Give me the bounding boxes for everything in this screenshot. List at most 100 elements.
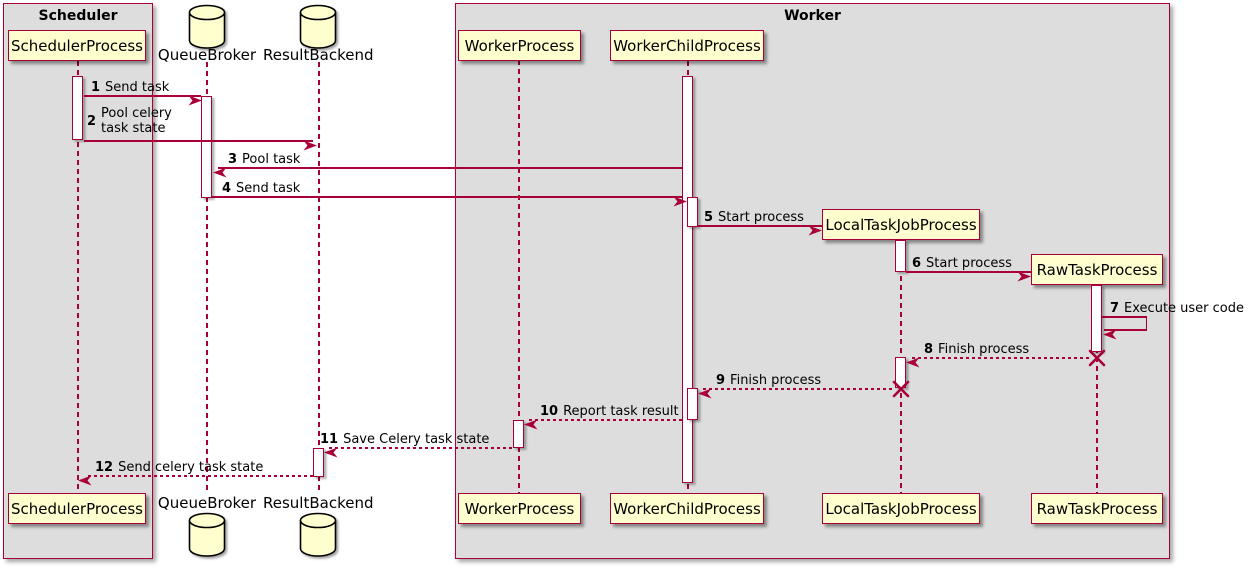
message-line <box>212 196 683 198</box>
participant-label: SchedulerProcess <box>11 36 143 55</box>
arrowhead-right-icon <box>1017 267 1031 286</box>
message-line-vertical <box>1145 316 1147 330</box>
participant-label: SchedulerProcess <box>11 499 143 518</box>
message-label: 5 Start process <box>704 210 804 225</box>
message-number: 7 <box>1110 301 1120 316</box>
participant-local-task-job-process-created: LocalTaskJobProcess <box>822 209 980 240</box>
destroy-x-icon <box>892 380 910 402</box>
message-text-line2: task state <box>101 121 166 136</box>
participant-scheduler-process-bottom: SchedulerProcess <box>8 493 146 524</box>
message-text: Save Celery task state <box>343 432 490 447</box>
participant-worker-child-process-bottom: WorkerChildProcess <box>610 493 764 524</box>
participant-queue-broker-bottom: QueueBroker <box>157 494 257 512</box>
message-number: 9 <box>716 373 726 388</box>
arrowhead-left-icon <box>906 353 920 372</box>
message-number: 3 <box>228 152 238 167</box>
activation-raw-task-process <box>1091 285 1102 352</box>
message-text: Execute user code <box>1124 301 1245 316</box>
message-line <box>1104 329 1147 331</box>
frame-title-worker: Worker <box>784 8 841 24</box>
activation-worker-process <box>513 420 524 448</box>
activation-worker-child-nested-2 <box>687 388 698 420</box>
message-line <box>218 167 683 169</box>
message-label: 6 Start process <box>912 256 1012 271</box>
message-text: Pool celery task state <box>101 106 172 136</box>
participant-label: RawTaskProcess <box>1036 260 1158 279</box>
activation-worker-child-nested-1 <box>687 197 698 227</box>
message-label: 2 Pool celery task state <box>87 106 172 136</box>
arrowhead-right-icon <box>303 136 317 155</box>
participant-local-task-job-process-bottom: LocalTaskJobProcess <box>822 493 980 524</box>
message-label: 8 Finish process <box>924 342 1029 357</box>
participant-result-backend-top: ResultBackend <box>263 46 374 64</box>
message-line <box>906 271 1031 273</box>
message-label: 7 Execute user code <box>1110 301 1244 316</box>
lifeline-scheduler-process <box>77 61 79 493</box>
activation-result-backend <box>313 448 324 477</box>
message-number: 5 <box>704 210 714 225</box>
message-line <box>529 419 682 421</box>
participant-worker-process-top: WorkerProcess <box>458 30 581 61</box>
arrowhead-right-icon <box>808 221 822 240</box>
lifeline-raw-task-process <box>1096 285 1098 493</box>
database-icon <box>298 512 338 561</box>
message-label: 1 Send task <box>91 80 169 95</box>
message-line <box>84 140 313 142</box>
lifeline-result-backend <box>318 62 320 493</box>
arrowhead-left-icon <box>1103 325 1117 344</box>
arrowhead-left-icon <box>324 443 338 462</box>
message-text: Start process <box>718 210 804 225</box>
message-text: Report task result <box>563 404 679 419</box>
participant-label: RawTaskProcess <box>1036 499 1158 518</box>
message-number: 12 <box>95 460 114 475</box>
message-text: Send task <box>236 181 301 196</box>
database-icon <box>187 4 227 53</box>
message-text: Finish process <box>730 373 822 388</box>
activation-worker-child-main <box>682 76 693 483</box>
database-icon <box>187 512 227 561</box>
arrowhead-left-icon <box>698 384 712 403</box>
message-number: 6 <box>912 256 922 271</box>
arrowhead-left-icon <box>213 163 227 182</box>
participant-label: LocalTaskJobProcess <box>825 499 977 518</box>
lifeline-worker-process <box>518 60 520 493</box>
message-number: 1 <box>91 80 101 95</box>
participant-label: WorkerChildProcess <box>613 499 761 518</box>
participant-result-backend-bottom: ResultBackend <box>263 494 374 512</box>
participant-raw-task-process-created: RawTaskProcess <box>1031 254 1163 285</box>
message-label: 11 Save Celery task state <box>320 432 489 447</box>
message-text: Send task <box>105 80 170 95</box>
message-label: 4 Send task <box>222 181 300 196</box>
arrowhead-right-icon <box>188 91 202 110</box>
arrowhead-right-icon <box>673 192 687 211</box>
participant-label: WorkerProcess <box>464 499 575 518</box>
message-line <box>84 95 201 97</box>
message-text: Pool task <box>242 152 301 167</box>
message-label: 3 Pool task <box>228 152 300 167</box>
message-number: 10 <box>540 404 559 419</box>
participant-scheduler-process-top: SchedulerProcess <box>8 30 146 61</box>
message-line <box>1102 316 1147 318</box>
arrowhead-left-icon <box>78 471 92 490</box>
message-number: 4 <box>222 181 232 196</box>
message-label: 10 Report task result <box>540 404 679 419</box>
message-text: Finish process <box>938 342 1030 357</box>
participant-queue-broker-top: QueueBroker <box>157 46 257 64</box>
message-number: 8 <box>924 342 934 357</box>
activation-local-task-job-1 <box>895 240 906 272</box>
frame-title-scheduler: Scheduler <box>38 8 118 24</box>
arrowhead-left-icon <box>524 415 538 434</box>
message-line <box>88 475 313 477</box>
message-number: 2 <box>87 113 97 129</box>
message-number: 11 <box>320 432 339 447</box>
destroy-x-icon <box>1088 349 1106 371</box>
participant-worker-child-process-top: WorkerChildProcess <box>610 30 764 61</box>
database-icon <box>298 4 338 53</box>
message-text: Start process <box>926 256 1012 271</box>
message-line <box>329 447 513 449</box>
message-line <box>698 225 822 227</box>
activation-scheduler-process <box>72 76 83 140</box>
participant-raw-task-process-bottom: RawTaskProcess <box>1031 493 1163 524</box>
participant-label: WorkerChildProcess <box>613 36 761 55</box>
